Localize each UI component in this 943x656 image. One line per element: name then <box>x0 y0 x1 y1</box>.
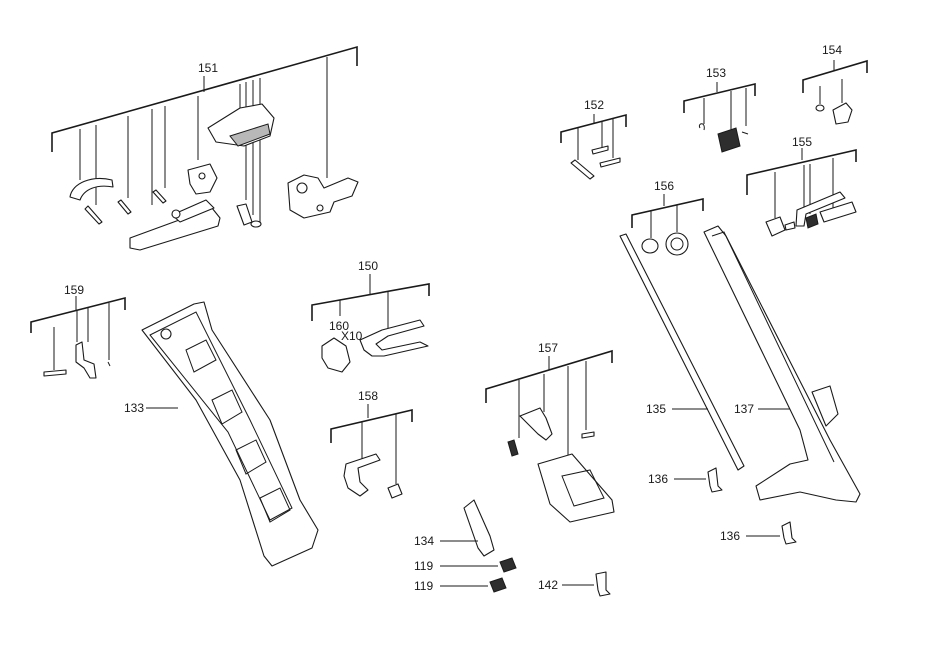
label-119-b: 119 <box>414 579 433 593</box>
label-133: 133 <box>124 401 144 415</box>
label-135: 135 <box>646 402 666 416</box>
bracket-152: 152 <box>560 98 627 180</box>
label-134: 134 <box>414 534 434 548</box>
part-134: 134 <box>414 499 495 557</box>
label-142: 142 <box>538 578 558 592</box>
label-119-a: 119 <box>414 559 433 573</box>
part-135-rod: 135 <box>619 233 745 471</box>
label-155: 155 <box>792 135 812 149</box>
bracket-153: 153 <box>683 66 756 153</box>
label-160: 160 <box>329 319 349 333</box>
label-157: 157 <box>538 341 558 355</box>
bracket-151: 151 <box>51 45 358 225</box>
part-119-a: 119 <box>414 557 517 573</box>
part-133-housing: 133 <box>124 301 319 567</box>
label-136-b: 136 <box>720 529 740 543</box>
label-158: 158 <box>358 389 378 403</box>
bracket-159: 159 <box>30 283 126 379</box>
bracket-157: 157 <box>485 341 615 523</box>
label-156: 156 <box>654 179 674 193</box>
part-119-b: 119 <box>414 577 507 593</box>
bracket-156: 156 <box>631 179 704 256</box>
label-159: 159 <box>64 283 84 297</box>
label-150: 150 <box>358 259 378 273</box>
bracket-155: 155 <box>746 135 857 237</box>
part-142: 142 <box>538 571 611 597</box>
bracket-150: 150 160 X10 <box>311 259 430 373</box>
part-137-rail: 137 <box>703 225 861 503</box>
bracket-158: 158 <box>330 389 413 499</box>
label-x10: X10 <box>341 329 363 343</box>
label-154: 154 <box>822 43 842 57</box>
parts-151 <box>69 103 359 251</box>
bracket-154: 154 <box>802 43 868 125</box>
label-152: 152 <box>584 98 604 112</box>
label-153: 153 <box>706 66 726 80</box>
label-136-a: 136 <box>648 472 668 486</box>
part-136-b: 136 <box>720 521 797 545</box>
label-137: 137 <box>734 402 754 416</box>
label-151: 151 <box>198 61 218 75</box>
part-136-a: 136 <box>648 467 723 493</box>
